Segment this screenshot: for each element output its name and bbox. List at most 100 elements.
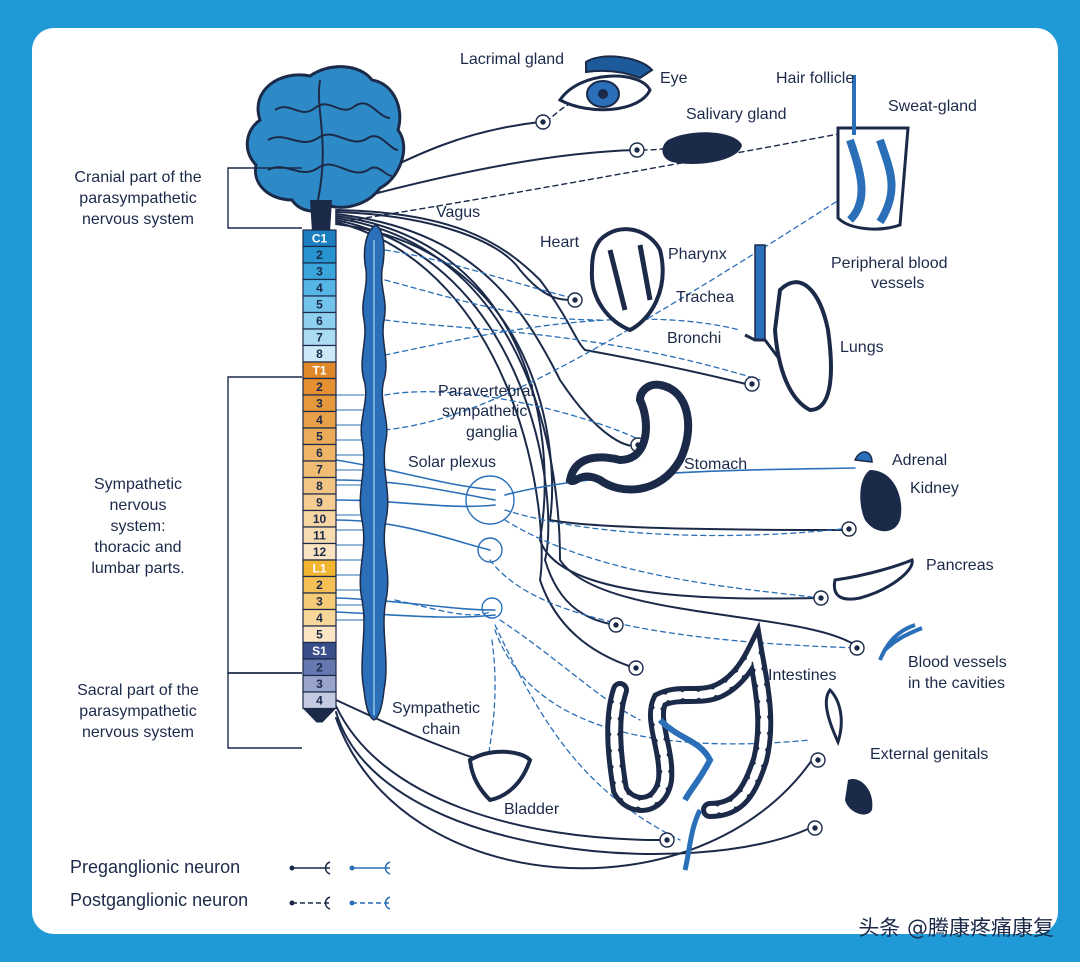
spine-segment-label: 3: [316, 396, 323, 410]
sympathetic-chain-illustration: [359, 224, 389, 721]
organ-labels: Lacrimal gland Eye Hair follicle Salivar…: [392, 51, 1007, 818]
label-bladder: Bladder: [504, 801, 560, 818]
label-sympathetic-1: Sympathetic: [94, 476, 182, 493]
spine-segment-label: 3: [316, 264, 323, 278]
spine-segment-label: L1: [312, 561, 326, 575]
legend-preganglionic-dark-symbol: [289, 861, 331, 875]
label-sacral-1: Sacral part of the: [77, 682, 199, 699]
salivary-gland-illustration: [662, 132, 742, 165]
label-sacral-3: nervous system: [82, 724, 194, 741]
stomach-illustration: [565, 380, 693, 494]
mesenteric-ganglion-circle: [477, 537, 503, 563]
label-blood-cavities-1: Blood vessels: [908, 654, 1007, 671]
spine-segment-label: T1: [312, 363, 326, 377]
spine-segment-label: 3: [316, 677, 323, 691]
spine-segment-label: 6: [316, 314, 323, 328]
label-cranial-3: nervous system: [82, 211, 194, 228]
region-brackets: [227, 167, 302, 749]
label-cranial-2: parasympathetic: [79, 190, 196, 207]
region-labels: Cranial part of the parasympathetic nerv…: [74, 169, 201, 741]
label-kidney: Kidney: [910, 480, 959, 497]
spine-segment-label: 9: [316, 495, 323, 509]
spine-segment-label: S1: [312, 644, 327, 658]
label-stomach: Stomach: [684, 456, 747, 473]
spine-segment-label: 5: [316, 429, 323, 443]
blood-vessels-cavities-illustration: [878, 623, 923, 661]
legend: Preganglionic neuron Postganglionic neur…: [70, 857, 391, 910]
eye-illustration: [557, 55, 654, 112]
label-sweat-gland: Sweat-gland: [888, 98, 977, 115]
nerve-pathways: [335, 97, 871, 870]
spine-segment-label: 2: [316, 660, 323, 674]
label-adrenal: Adrenal: [892, 452, 947, 469]
spine-segment-label: 4: [316, 693, 323, 707]
spine-segment-label: 8: [316, 479, 323, 493]
label-intestines: Intestines: [768, 667, 836, 684]
legend-postganglionic-blue-symbol: [349, 896, 391, 910]
spine-segment-label: 2: [316, 248, 323, 262]
watermark-text: 头条 @腾康疼痛康复: [858, 916, 1054, 940]
label-eye: Eye: [660, 70, 688, 87]
label-pharynx: Pharynx: [668, 246, 727, 263]
label-blood-cavities-2: in the cavities: [908, 675, 1005, 692]
inferior-ganglion-circle: [481, 597, 503, 619]
label-sympathetic-3: system:: [110, 518, 165, 535]
spine-segment-label: 3: [316, 594, 323, 608]
pancreas-illustration: [832, 557, 914, 601]
spine-segment-label: C1: [312, 231, 328, 245]
bladder-illustration: [467, 749, 533, 803]
label-sympathetic-chain-2: chain: [422, 721, 460, 738]
lungs-illustration: [744, 244, 833, 413]
label-bronchi: Bronchi: [667, 330, 721, 347]
label-hair-follicle: Hair follicle: [776, 70, 854, 87]
label-heart: Heart: [540, 234, 580, 251]
label-solar-plexus: Solar plexus: [408, 454, 496, 471]
spine-segment-label: 7: [316, 330, 323, 344]
spine-segment-label: 5: [316, 297, 323, 311]
legend-preganglionic-blue-symbol: [349, 861, 391, 875]
spine-tail: [303, 708, 336, 723]
spine-segment-label: 4: [316, 611, 323, 625]
label-trachea: Trachea: [676, 289, 734, 306]
label-sympathetic-5: lumbar parts.: [91, 560, 184, 577]
label-sacral-2: parasympathetic: [79, 703, 196, 720]
label-sympathetic-4: thoracic and: [94, 539, 181, 556]
sweat-gland-illustration: [836, 75, 910, 231]
heart-illustration: [589, 227, 665, 333]
label-sympathetic-chain-1: Sympathetic: [392, 700, 480, 717]
genitals-illustration: [824, 687, 873, 815]
spine-segment-label: 6: [316, 446, 323, 460]
solar-plexus-circle: [465, 475, 515, 525]
spine-segment-label: 4: [316, 281, 323, 295]
label-peripheral-blood-2: vessels: [871, 275, 924, 292]
label-sympathetic-2: nervous: [110, 497, 167, 514]
spine-segment-label: 11: [313, 528, 326, 542]
label-paravertebral-2: sympathetic: [442, 403, 527, 420]
spine-segment-label: 2: [316, 380, 323, 394]
label-lacrimal-gland: Lacrimal gland: [460, 51, 564, 68]
kidney-illustration: [853, 451, 902, 532]
brain-illustration: [245, 65, 406, 232]
label-paravertebral-1: Paravertebral: [438, 383, 534, 400]
spine-segment-label: 5: [316, 627, 323, 641]
label-paravertebral-3: ganglia: [466, 424, 518, 441]
spine-segment-label: 2: [316, 578, 323, 592]
legend-postganglionic-dark-symbol: [289, 896, 331, 910]
label-vagus: Vagus: [436, 204, 480, 221]
label-peripheral-blood-1: Peripheral blood: [831, 255, 948, 272]
legend-postganglionic-label: Postganglionic neuron: [70, 890, 248, 910]
legend-preganglionic-label: Preganglionic neuron: [70, 857, 240, 877]
label-salivary-gland: Salivary gland: [686, 106, 787, 123]
label-cranial-1: Cranial part of the: [74, 169, 201, 186]
spine-segment-label: 10: [313, 512, 327, 526]
label-lungs: Lungs: [840, 339, 884, 356]
spine-segment-label: 8: [316, 347, 323, 361]
spine-segment-label: 12: [313, 545, 327, 559]
plexus-ganglia: [465, 475, 515, 619]
spine-segment-label: 7: [316, 462, 323, 476]
label-external-genitals: External genitals: [870, 746, 988, 763]
spine-segment-label: 4: [316, 413, 323, 427]
